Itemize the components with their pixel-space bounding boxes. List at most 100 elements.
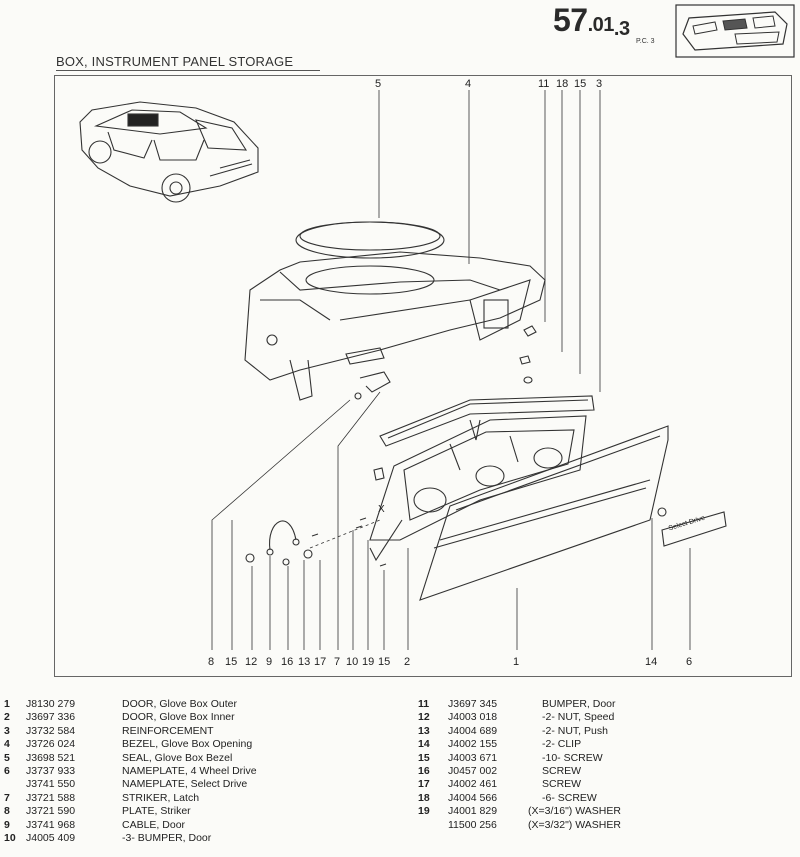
part-description: -2- NUT, Push — [542, 724, 608, 737]
pc-label: P.C. 3 — [636, 38, 655, 45]
part-description: -3- BUMPER, Door — [122, 831, 212, 844]
part-number: J3741 968 — [26, 818, 76, 831]
page-number-small: .3 — [613, 18, 630, 40]
ref-number: 14 — [418, 738, 430, 751]
parts-row: 4 J3726 024 BEZEL, Glove Box Opening — [4, 738, 394, 751]
part-number: J0457 002 — [448, 764, 498, 777]
ref-number: 15 — [418, 751, 430, 764]
part-description: -10- SCREW — [542, 751, 603, 764]
part-description: NAMEPLATE, 4 Wheel Drive — [122, 764, 257, 777]
ref-number: 16 — [418, 764, 430, 777]
ref-number: 17 — [418, 778, 430, 791]
callout-3: 3 — [596, 78, 603, 90]
bezel-part — [244, 251, 546, 401]
outer-door-part — [419, 425, 669, 601]
ref-number: 7 — [4, 791, 10, 804]
part-description: NAMEPLATE, Select Drive — [122, 778, 248, 791]
callout-13: 13 — [298, 656, 311, 668]
callout-15: 15 — [225, 656, 238, 668]
callout-11: 11 — [538, 78, 550, 90]
callout-12: 12 — [245, 656, 258, 668]
callout-17: 17 — [314, 656, 327, 668]
parts-row: 14 J4002 155 -2- CLIP — [418, 738, 798, 751]
ref-number: 12 — [418, 711, 430, 724]
ref-number: 2 — [4, 711, 10, 724]
part-number: J3741 550 — [26, 778, 76, 791]
part-number: J3721 590 — [26, 805, 76, 818]
diagram-frame — [54, 75, 792, 677]
parts-row: 11500 256(X=3/32") WASHER — [418, 819, 798, 832]
nameplate-part — [661, 511, 727, 547]
part-number: J3698 521 — [26, 751, 76, 764]
part-description: CABLE, Door — [122, 818, 186, 831]
part-number: J4005 409 — [26, 831, 76, 844]
callout-7: 7 — [334, 656, 341, 668]
part-description: SCREW — [542, 764, 582, 777]
instrument-panel-thumbnail-icon — [675, 4, 795, 58]
part-number: J3697 345 — [448, 698, 498, 710]
part-number: J3721 588 — [26, 791, 76, 804]
seal-part — [295, 221, 445, 259]
part-number: J3726 024 — [26, 738, 76, 751]
part-number: J3697 336 — [26, 711, 76, 724]
part-number: J4004 689 — [448, 724, 498, 737]
parts-row: J3741 550 NAMEPLATE, Select Drive — [4, 778, 394, 791]
ref-number: 4 — [4, 738, 10, 751]
callout-10: 10 — [346, 656, 359, 668]
parts-row: 3 J3732 584 REINFORCEMENT — [4, 725, 394, 738]
part-description: BEZEL, Glove Box Opening — [122, 738, 253, 751]
part-number: J4003 671 — [448, 751, 498, 764]
part-number: J4001 829 — [448, 805, 498, 818]
ref-number: 10 — [4, 831, 16, 844]
callout-6: 6 — [686, 656, 693, 668]
reinforcement-part — [379, 395, 595, 447]
part-description: SCREW — [542, 778, 582, 791]
parts-row: 7 J3721 588 STRIKER, Latch — [4, 792, 394, 805]
part-description: BUMPER, Door — [542, 698, 616, 710]
page-number-sub: .01 — [587, 14, 615, 36]
x-dimension-mark: X — [378, 504, 385, 515]
callout-15: 15 — [378, 656, 391, 668]
part-description: DOOR, Glove Box Outer — [122, 698, 237, 710]
part-number: J3732 584 — [26, 724, 76, 737]
callout-14: 14 — [645, 656, 658, 668]
ref-number: 13 — [418, 724, 430, 737]
page-title: BOX, INSTRUMENT PANEL STORAGE — [56, 54, 320, 71]
part-description: SEAL, Glove Box Bezel — [122, 751, 233, 764]
ref-number: 18 — [418, 791, 430, 804]
callout-15: 15 — [574, 78, 587, 90]
part-description: -2- CLIP — [542, 738, 582, 751]
ref-number: 8 — [4, 805, 10, 818]
parts-row: 8 J3721 590 PLATE, Striker — [4, 805, 394, 818]
part-number: J3737 933 — [26, 764, 76, 777]
part-number: 11500 256 — [448, 818, 497, 831]
part-description: REINFORCEMENT — [122, 724, 214, 737]
callout-16: 16 — [281, 656, 294, 668]
part-number: J4003 018 — [448, 711, 498, 724]
callout-18: 18 — [556, 78, 569, 90]
parts-row: 17 J4002 461 SCREW — [418, 778, 798, 791]
part-description: -2- NUT, Speed — [542, 711, 615, 724]
part-description: STRIKER, Latch — [122, 791, 200, 804]
page-number: 57.01.3 — [553, 2, 630, 41]
callout-2: 2 — [404, 656, 411, 668]
callout-4: 4 — [465, 78, 472, 90]
parts-row: 12 J4003 018 -2- NUT, Speed — [418, 711, 798, 724]
parts-row: 16 J0457 002 SCREW — [418, 765, 798, 778]
ref-number: 3 — [4, 724, 10, 737]
part-number: J4002 155 — [448, 738, 498, 751]
ref-number: 1 — [4, 698, 10, 710]
part-number: J4002 461 — [448, 778, 498, 791]
part-description: -6- SCREW — [542, 791, 597, 804]
callout-5: 5 — [375, 78, 382, 90]
ref-number: 5 — [4, 751, 10, 764]
part-description: PLATE, Striker — [122, 805, 191, 818]
